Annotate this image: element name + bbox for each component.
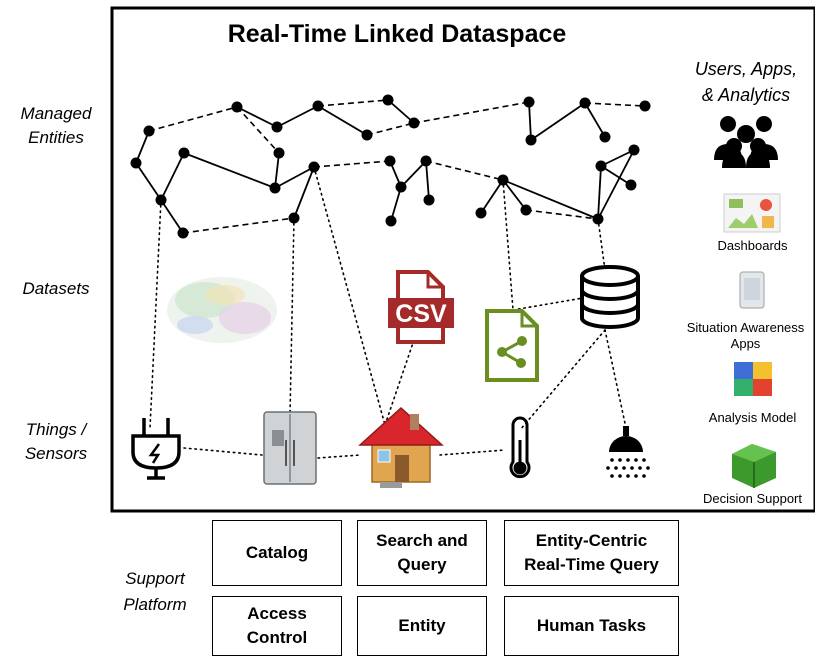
search-and-query-box: Search and Query bbox=[357, 520, 487, 586]
entity-node bbox=[130, 157, 142, 169]
access-control-box: Access Control bbox=[212, 596, 342, 656]
entity-node bbox=[523, 96, 535, 108]
entity-node bbox=[408, 117, 420, 129]
entity-box: Entity bbox=[357, 596, 487, 656]
page-title: Real-Time Linked Dataspace bbox=[227, 20, 567, 48]
entity-graph-dashed-edges bbox=[148, 99, 646, 234]
entity-node bbox=[595, 160, 607, 172]
csv-file-icon bbox=[388, 270, 454, 344]
entity-node bbox=[395, 181, 407, 193]
human-tasks-box: Human Tasks bbox=[504, 596, 679, 656]
decision-support-label: Decision Support bbox=[703, 491, 802, 506]
entity-node bbox=[143, 125, 155, 137]
entity-node bbox=[269, 182, 281, 194]
situation-awareness-apps-label: Situation Awareness Apps bbox=[686, 320, 805, 351]
entity-centric-real-time-query-box: Entity-Centric Real-Time Query bbox=[504, 520, 679, 586]
analysis-model-label: Analysis Model bbox=[708, 410, 797, 425]
entity-node bbox=[231, 101, 243, 113]
entity-node bbox=[423, 194, 435, 206]
entity-node bbox=[155, 194, 167, 206]
entity-node bbox=[271, 121, 283, 133]
row-label-managed-entities: Managed Entities bbox=[20, 104, 92, 147]
shower-icon bbox=[606, 426, 650, 478]
entity-node bbox=[525, 134, 537, 146]
entity-node bbox=[382, 94, 394, 106]
entity-node bbox=[177, 227, 189, 239]
entity-node bbox=[639, 100, 651, 112]
entity-node bbox=[385, 215, 397, 227]
green-cube-icon bbox=[732, 444, 776, 488]
phone-app-icon bbox=[739, 271, 765, 309]
house-icon bbox=[358, 406, 444, 488]
entity-node bbox=[420, 155, 432, 167]
graph-cloud-icon bbox=[167, 277, 277, 343]
entity-node bbox=[497, 174, 509, 186]
entity-node bbox=[384, 155, 396, 167]
entity-node bbox=[312, 100, 324, 112]
entity-node bbox=[178, 147, 190, 159]
entity-node bbox=[592, 213, 604, 225]
database-icon bbox=[580, 265, 640, 329]
entity-node bbox=[625, 179, 637, 191]
entity-node bbox=[308, 161, 320, 173]
entity-graph-solid-edges bbox=[135, 99, 635, 234]
row-label-datasets: Datasets bbox=[22, 279, 90, 298]
entity-nodes bbox=[130, 94, 651, 239]
entity-node bbox=[288, 212, 300, 224]
users-group-icon bbox=[714, 116, 778, 168]
csv-label: CSV bbox=[395, 300, 447, 328]
entity-node bbox=[361, 129, 373, 141]
support-platform-label: Support Platform bbox=[123, 569, 187, 614]
entity-node bbox=[579, 97, 591, 109]
dashboard-thumbnail-icon bbox=[723, 193, 781, 233]
dotted-links bbox=[149, 166, 627, 459]
entity-node bbox=[628, 144, 640, 156]
entity-node bbox=[599, 131, 611, 143]
linked-data-file-icon bbox=[485, 309, 539, 382]
users-apps-analytics-heading: Users, Apps, & Analytics bbox=[694, 59, 798, 105]
power-plug-icon bbox=[131, 418, 181, 480]
dataspace-frame bbox=[110, 6, 815, 513]
dashboards-label: Dashboards bbox=[717, 238, 788, 253]
refrigerator-icon bbox=[263, 411, 317, 485]
catalog-box: Catalog bbox=[212, 520, 342, 586]
color-cube-icon bbox=[734, 362, 772, 396]
entity-node bbox=[475, 207, 487, 219]
thermometer-icon bbox=[509, 416, 531, 479]
row-label-things-sensors: Things / Sensors bbox=[24, 420, 88, 463]
entity-node bbox=[273, 147, 285, 159]
entity-node bbox=[520, 204, 532, 216]
